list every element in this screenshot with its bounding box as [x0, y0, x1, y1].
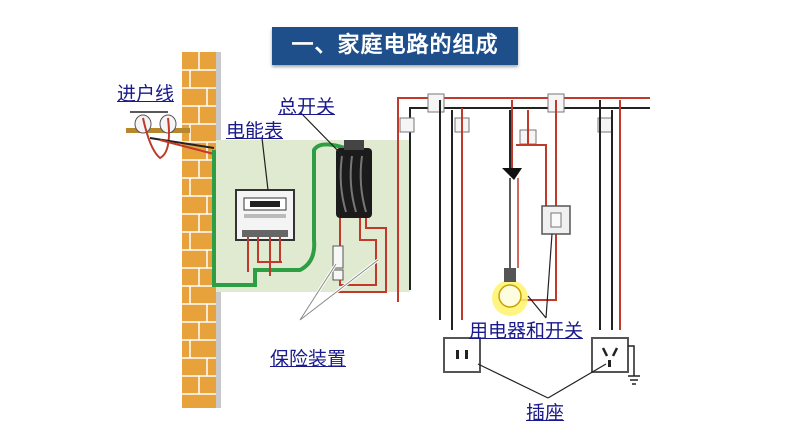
- electric-meter: [235, 189, 295, 241]
- green-wire: [212, 142, 346, 287]
- page-title: 一、家庭电路的组成: [291, 33, 499, 58]
- socket-right: [591, 337, 629, 373]
- socket-left: [443, 337, 481, 373]
- label-appliance-switch[interactable]: 用电器和开关: [469, 320, 584, 342]
- label-socket[interactable]: 插座: [526, 402, 565, 424]
- light-bulb: [492, 168, 528, 316]
- title-bar: 一、家庭电路的组成: [272, 27, 518, 65]
- mains-wires: [397, 93, 650, 302]
- label-fuse-device[interactable]: 保险装置: [270, 348, 347, 370]
- main-switch: [336, 140, 372, 218]
- label-incoming-line[interactable]: 进户线: [117, 83, 175, 105]
- ground-symbol: [628, 345, 640, 385]
- label-main-switch[interactable]: 总开关: [278, 96, 336, 118]
- wall-switch: [541, 205, 571, 235]
- label-meter[interactable]: 电能表: [226, 120, 284, 142]
- fuse: [332, 245, 344, 281]
- incoming-line-insulators: [126, 111, 215, 160]
